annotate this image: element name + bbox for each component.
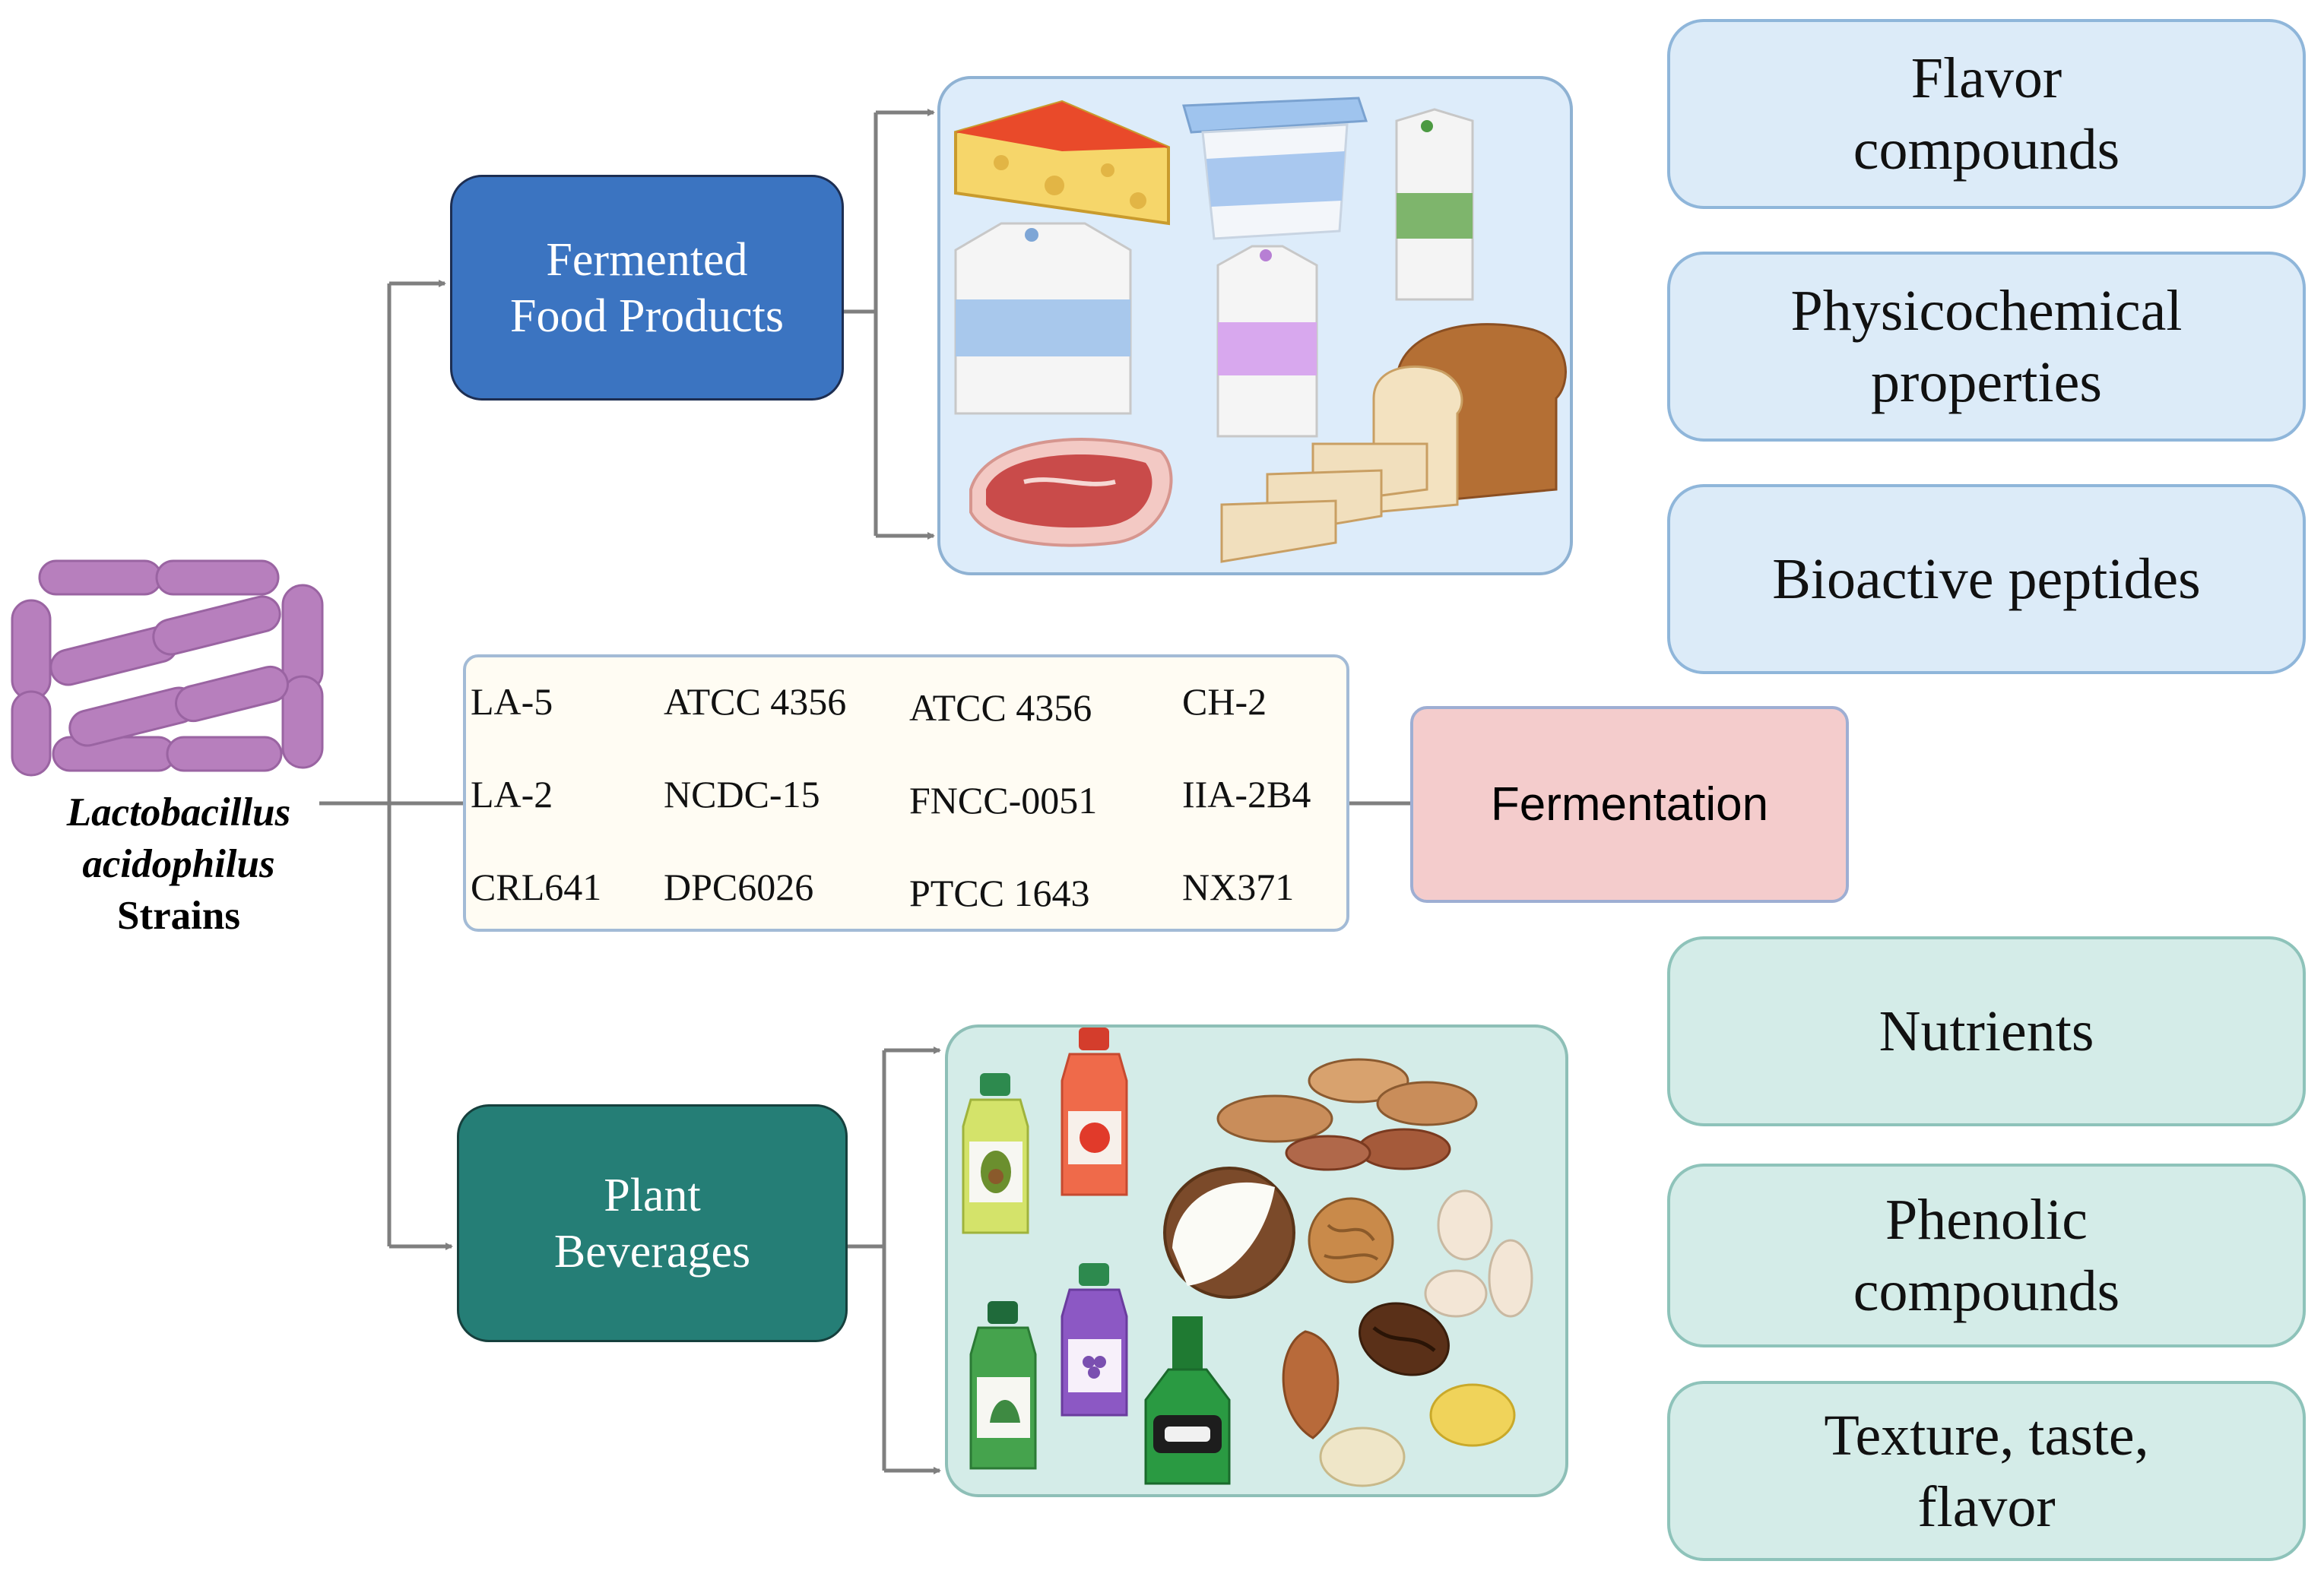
- strain-ncdc15: NCDC-15: [664, 773, 820, 815]
- strains-box: LA-5 ATCC 4356 ATCC 4356 CH-2 LA-2 NCDC-…: [463, 654, 1349, 932]
- almond-icon: [1282, 1330, 1340, 1439]
- grape-juice-icon: [1061, 1263, 1128, 1417]
- fermentation-box: Fermentation: [1410, 706, 1849, 903]
- plant-beverages-image-panel: [945, 1024, 1568, 1497]
- bread-icon: [1220, 323, 1567, 563]
- strain-ptcc1643: PTCC 1643: [909, 872, 1090, 914]
- organism-label: Lactobacillus acidophilus Strains: [8, 787, 350, 942]
- outcome-line1: Physicochemical: [1790, 279, 2183, 343]
- organism-genus: Lactobacillus: [66, 790, 291, 834]
- strain-crl641: CRL641: [471, 866, 602, 908]
- strain-ch2: CH-2: [1182, 680, 1267, 723]
- strain-dpc6026: DPC6026: [664, 866, 814, 908]
- plant-line1: Plant: [604, 1169, 701, 1221]
- juice-bottle-icon: [962, 1073, 1029, 1234]
- strain-fncc0051: FNCC-0051: [909, 779, 1098, 822]
- coffee-bean-icon: [1359, 1302, 1450, 1376]
- outcome-line1: Flavor: [1910, 46, 2062, 110]
- nuts-icon: [1216, 1058, 1478, 1171]
- outcome-line2: compounds: [1853, 118, 2120, 182]
- organism-suffix: Strains: [117, 894, 240, 938]
- cheese-icon: [954, 100, 1170, 226]
- outcome-nutrients: Nutrients: [1667, 936, 2306, 1126]
- outcome-phenolic-compounds: Phenolic compounds: [1667, 1164, 2306, 1347]
- outcome-physicochemical-properties: Physicochemical properties: [1667, 252, 2306, 442]
- strain-atcc4356-b: ATCC 4356: [909, 686, 1092, 729]
- strain-la5: LA-5: [471, 680, 553, 723]
- fermented-panel-connector: [844, 110, 932, 538]
- milk-carton-icon: [1395, 108, 1474, 301]
- fermentation-label: Fermentation: [1490, 778, 1769, 831]
- outcome-flavor-compounds: Flavor compounds: [1667, 19, 2306, 209]
- organism-species: acidophilus: [82, 842, 275, 886]
- fermented-food-products-box: Fermented Food Products: [450, 175, 844, 401]
- plant-beverages-box: Plant Beverages: [457, 1104, 848, 1342]
- meat-icon: [969, 438, 1173, 547]
- tomato-juice-icon: [1061, 1028, 1128, 1196]
- outcome-texture-taste-flavor: Texture, taste, flavor: [1667, 1381, 2306, 1561]
- fermented-food-image-panel: [937, 76, 1573, 575]
- yogurt-cup-icon: [1182, 97, 1368, 240]
- fermented-line2: Food Products: [510, 290, 784, 342]
- beans-icon: [1424, 1189, 1533, 1318]
- outcome-line1: Phenolic: [1885, 1188, 2088, 1252]
- coconut-icon: [1163, 1167, 1295, 1299]
- outcome-line1: Texture, taste,: [1824, 1403, 2149, 1468]
- outcome-line2: properties: [1871, 350, 2102, 414]
- rod-bacteria-icon: [11, 559, 324, 777]
- strain-atcc4356-a: ATCC 4356: [664, 680, 847, 723]
- outcome-line1: Nutrients: [1879, 999, 2094, 1063]
- strain-la2: LA-2: [471, 773, 553, 815]
- strain-iia2b4: IIA-2B4: [1182, 773, 1311, 815]
- outcome-line2: compounds: [1853, 1259, 2120, 1323]
- beer-bottle-icon: [1144, 1316, 1231, 1485]
- fermented-line1: Fermented: [546, 233, 748, 286]
- strain-nx371: NX371: [1182, 866, 1295, 908]
- outcome-line2: flavor: [1917, 1474, 2056, 1539]
- plant-panel-connector: [848, 1050, 886, 1471]
- outcome-bioactive-peptides: Bioactive peptides: [1667, 484, 2306, 674]
- plant-line2: Beverages: [553, 1225, 751, 1278]
- outcome-line1: Bioactive peptides: [1772, 547, 2201, 611]
